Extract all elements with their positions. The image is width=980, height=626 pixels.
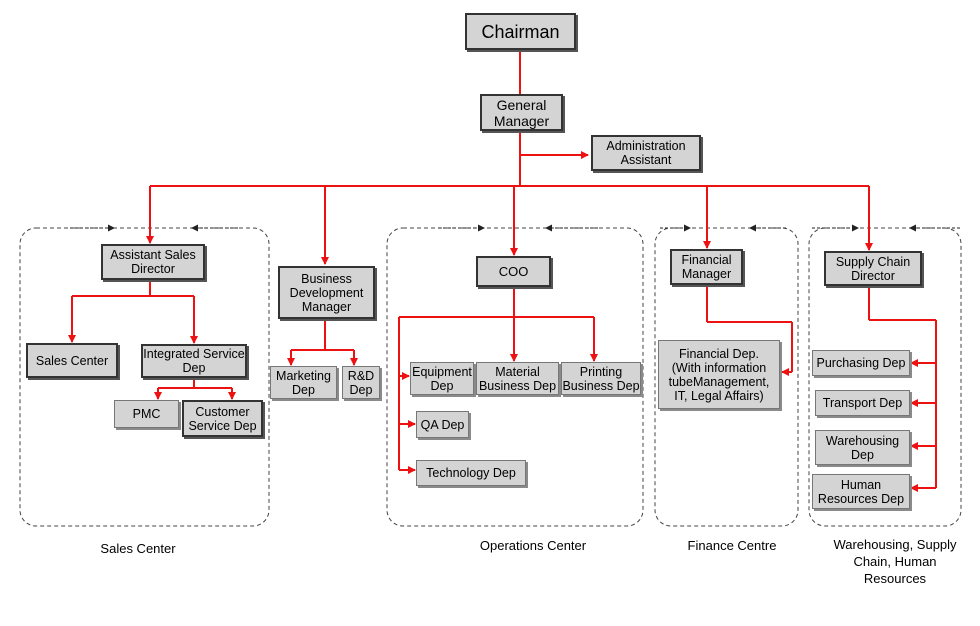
general-manager-label: General Manager <box>493 96 550 129</box>
chairman-box[interactable]: Chairman <box>465 13 576 50</box>
financial-dep-label: Financial Dep. (With information tubeMan… <box>668 346 770 403</box>
transport-label: Transport Dep <box>822 396 903 410</box>
chairman-label: Chairman <box>481 21 560 42</box>
customer-service-box[interactable]: Customer Service Dep <box>182 400 263 437</box>
purchasing-label: Purchasing Dep <box>816 356 906 370</box>
rnd-label: R&D Dep <box>347 368 375 397</box>
warehousing-box[interactable]: Warehousing Dep <box>815 430 910 465</box>
customer-service-label: Customer Service Dep <box>188 404 257 433</box>
transport-box[interactable]: Transport Dep <box>815 390 910 416</box>
financial-manager-box[interactable]: Financial Manager <box>670 249 743 285</box>
finance-group-caption: Finance Centre <box>687 538 777 553</box>
sales-center-box[interactable]: Sales Center <box>26 343 118 378</box>
financial-dep-box[interactable]: Financial Dep. (With information tubeMan… <box>658 340 780 409</box>
pmc-label: PMC <box>132 407 161 421</box>
bd-manager-label: Business Development Manager <box>289 271 364 314</box>
general-manager-box[interactable]: General Manager <box>480 94 563 131</box>
qa-label: QA Dep <box>420 417 465 432</box>
pmc-box[interactable]: PMC <box>114 400 179 428</box>
supply-chain-director-box[interactable]: Supply Chain Director <box>824 251 922 286</box>
qa-box[interactable]: QA Dep <box>416 411 469 438</box>
finance-group-frame <box>654 227 799 527</box>
equipment-box[interactable]: Equipment Dep <box>410 362 474 395</box>
asst-sales-director-label: Assistant Sales Director <box>110 248 196 276</box>
sales-group-caption: Sales Center <box>100 541 176 556</box>
printing-box[interactable]: Printing Business Dep <box>561 362 641 395</box>
warehousing-group-caption: Warehousing, Supply Chain, Human Resourc… <box>833 537 957 586</box>
printing-label: Printing Business Dep <box>562 364 640 393</box>
marketing-box[interactable]: Marketing Dep <box>270 366 337 399</box>
warehousing-label: Warehousing Dep <box>825 433 900 462</box>
coo-box[interactable]: COO <box>476 256 551 287</box>
purchasing-box[interactable]: Purchasing Dep <box>812 350 910 376</box>
integrated-service-label: Integrated Service Dep <box>143 347 245 375</box>
material-label: Material Business Dep <box>478 364 557 393</box>
admin-assistant-box[interactable]: Administration Assistant <box>591 135 701 171</box>
rnd-box[interactable]: R&D Dep <box>342 366 380 399</box>
technology-box[interactable]: Technology Dep <box>416 460 526 486</box>
human-resources-box[interactable]: Human Resources Dep <box>812 474 910 509</box>
warehousing-group-frame <box>808 227 962 527</box>
financial-manager-label: Financial Manager <box>681 253 732 281</box>
human-resources-label: Human Resources Dep <box>817 477 905 506</box>
sales-group-frame <box>19 227 270 527</box>
technology-label: Technology Dep <box>426 466 516 480</box>
coo-label: COO <box>498 263 529 279</box>
admin-assistant-label: Administration Assistant <box>606 139 686 167</box>
bd-manager-box[interactable]: Business Development Manager <box>278 266 375 319</box>
material-box[interactable]: Material Business Dep <box>476 362 559 395</box>
equipment-label: Equipment Dep <box>412 364 472 393</box>
sales-center-label: Sales Center <box>35 353 109 368</box>
asst-sales-director-box[interactable]: Assistant Sales Director <box>101 244 205 280</box>
integrated-service-box[interactable]: Integrated Service Dep <box>141 344 247 378</box>
supply-chain-director-label: Supply Chain Director <box>835 254 911 283</box>
marketing-label: Marketing Dep <box>276 368 331 397</box>
operations-group-caption: Operations Center <box>479 538 587 553</box>
